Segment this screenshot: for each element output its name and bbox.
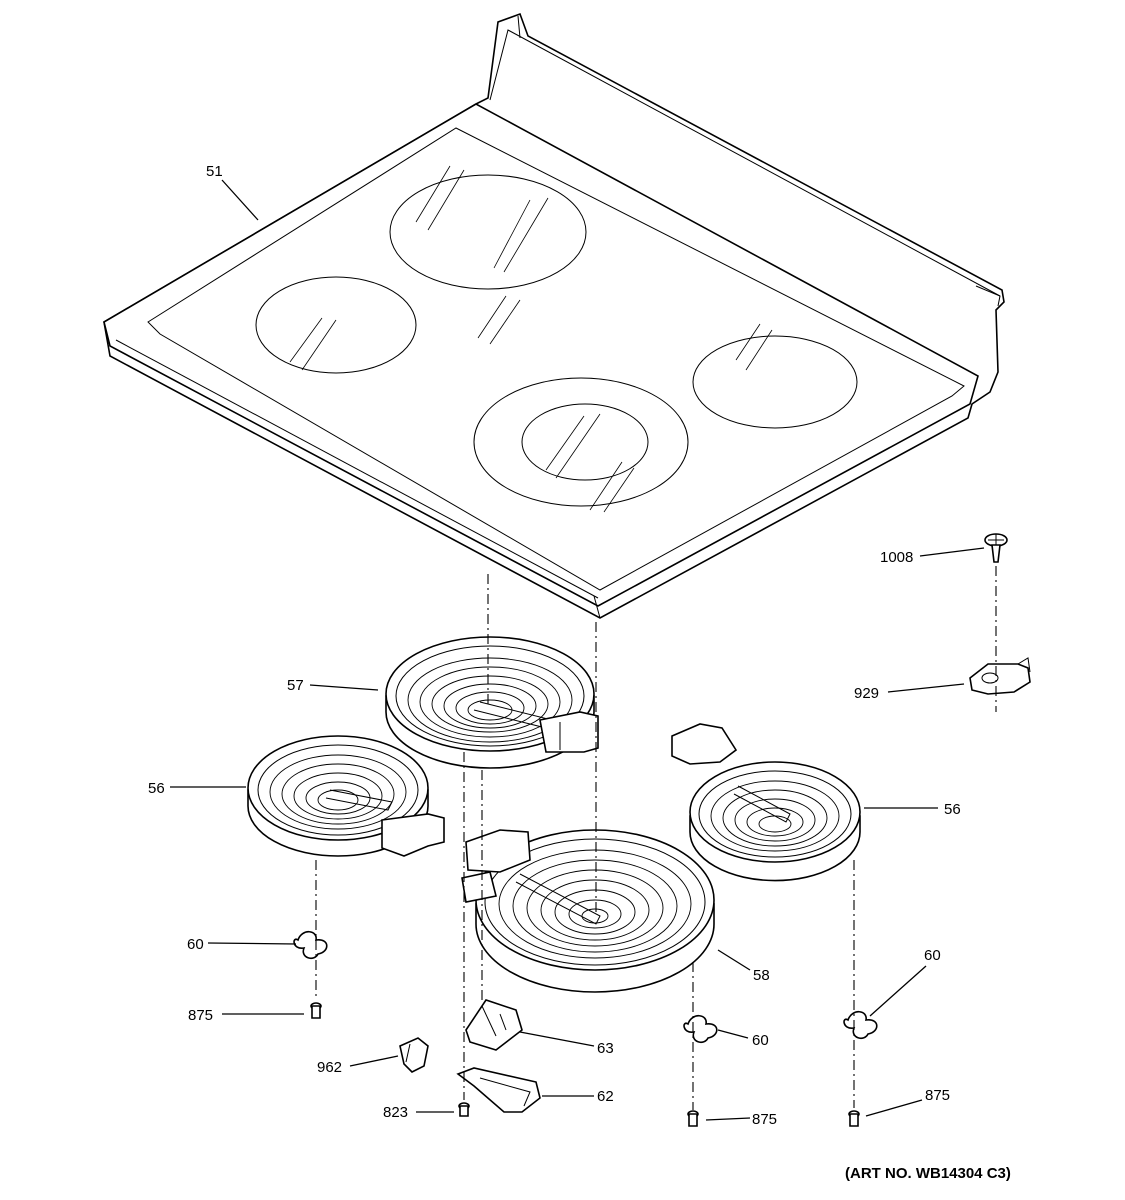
callout-1008: 1008	[880, 549, 913, 566]
radiant-element-56-right	[671, 723, 861, 882]
art-number: (ART NO. WB14304 C3)	[845, 1165, 1011, 1182]
clip-60-mid	[683, 1014, 718, 1044]
callout-57: 57	[287, 677, 304, 694]
radiant-element-57	[385, 636, 599, 769]
callout-56-left: 56	[148, 780, 165, 797]
callout-60-mid: 60	[752, 1032, 769, 1049]
screw-875-mid	[687, 1110, 699, 1127]
clip-962	[399, 1037, 429, 1073]
callout-56-right: 56	[944, 801, 961, 818]
burner-rings	[255, 174, 858, 507]
screw-823	[458, 1102, 470, 1117]
clip-60-left	[293, 930, 328, 960]
callout-875-right: 875	[925, 1087, 950, 1104]
bracket-929	[969, 657, 1031, 695]
callout-929: 929	[854, 685, 879, 702]
callout-875-left: 875	[188, 1007, 213, 1024]
screw-1008	[984, 533, 1008, 563]
glass-reflections	[289, 165, 773, 513]
callout-labels: 51 1008 929 57 56 56 58 60 60 60 875 875…	[148, 163, 1011, 1182]
radiant-element-56-left	[247, 735, 445, 857]
callout-823: 823	[383, 1104, 408, 1121]
callout-62: 62	[597, 1088, 614, 1105]
callout-63: 63	[597, 1040, 614, 1057]
screw-875-left	[310, 1002, 322, 1019]
callout-60-left: 60	[187, 936, 204, 953]
bracket-62	[456, 1067, 541, 1113]
screw-875-right	[848, 1110, 860, 1127]
callout-58: 58	[753, 967, 770, 984]
clip-60-right	[843, 1010, 878, 1040]
callout-875-mid: 875	[752, 1111, 777, 1128]
callout-51: 51	[206, 163, 223, 180]
leader-lines	[170, 179, 985, 1121]
callout-962: 962	[317, 1059, 342, 1076]
assembly-center-lines	[315, 566, 997, 1110]
callout-60-right: 60	[924, 947, 941, 964]
bracket-63	[465, 999, 523, 1051]
radiant-element-58	[461, 829, 715, 993]
cooktop-glass-51	[103, 12, 1005, 619]
